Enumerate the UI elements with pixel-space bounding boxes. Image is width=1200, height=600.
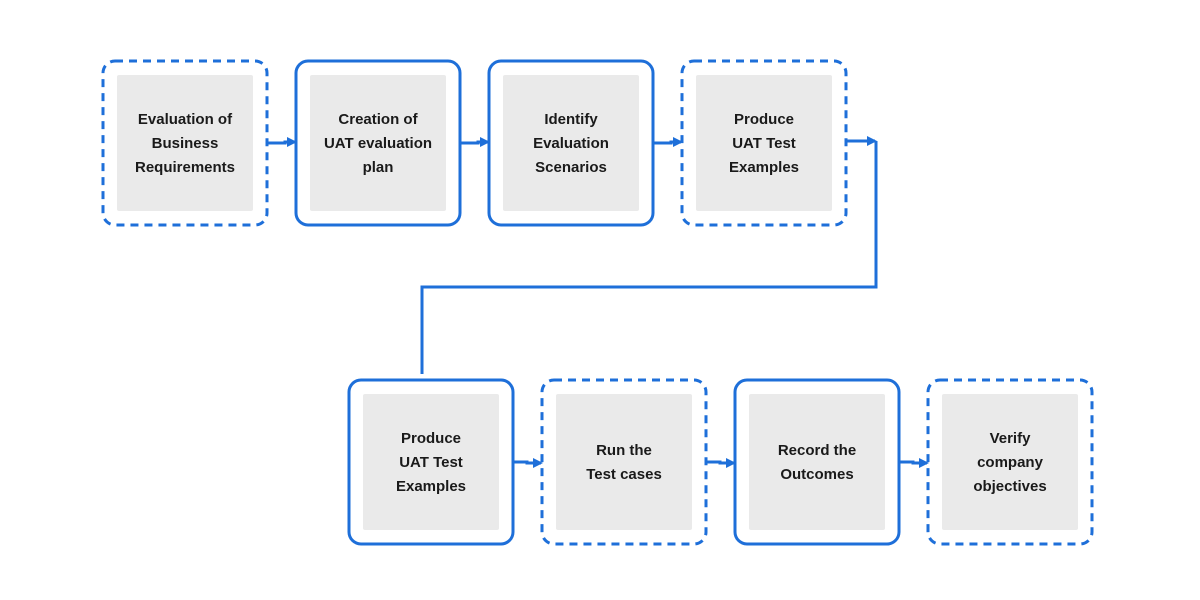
step-node: Creation of UAT evaluation plan (294, 59, 462, 227)
step-label-line: plan (363, 159, 394, 176)
step-label-line: Outcomes (780, 466, 853, 483)
step-label-line: Examples (729, 159, 799, 176)
step-label-line: Business (152, 135, 219, 152)
flow-arrow (513, 458, 543, 468)
step-label-line: Test cases (586, 466, 662, 483)
flow-arrow (653, 137, 683, 147)
step-label-line: Scenarios (535, 159, 607, 176)
step-label-line: Verify (990, 430, 1032, 447)
step-label: Verify company objectives (973, 430, 1046, 495)
flow-arrow (899, 458, 929, 468)
step-node: Verify company objectives (926, 378, 1094, 546)
flow-arrow (267, 137, 297, 147)
step-box (696, 75, 832, 211)
step-box (363, 394, 499, 530)
step-label-line: UAT evaluation (324, 135, 432, 152)
step-box (556, 394, 692, 530)
step-label-line: Produce (734, 111, 794, 128)
step-label-line: UAT Test (732, 135, 796, 152)
step-frame (294, 59, 462, 227)
step-box (942, 394, 1078, 530)
step-label-line: Requirements (135, 159, 235, 176)
step-label-line: Run the (596, 442, 652, 459)
step-frame (101, 59, 269, 227)
connectors-layer (267, 136, 929, 468)
step-label-line: UAT Test (399, 454, 463, 471)
step-label-line: objectives (973, 478, 1046, 495)
step-label: Creation of UAT evaluation plan (324, 111, 432, 176)
step-box (310, 75, 446, 211)
step-box (503, 75, 639, 211)
flow-arrow (460, 137, 490, 147)
step-frame (347, 378, 515, 546)
flow-connector-line (420, 141, 878, 374)
flow-arrow (706, 458, 736, 468)
step-frame (926, 378, 1094, 546)
step-label-line: Produce (401, 430, 461, 447)
step-frame (540, 378, 708, 546)
step-label-line: Record the (778, 442, 856, 459)
step-box (117, 75, 253, 211)
step-label-line: Examples (396, 478, 466, 495)
step-label-line: Creation of (338, 111, 418, 128)
step-box (749, 394, 885, 530)
step-frame (487, 59, 655, 227)
step-frame (733, 378, 901, 546)
step-frame (680, 59, 848, 227)
step-label-line: Identify (544, 111, 598, 128)
step-label-line: Evaluation (533, 135, 609, 152)
step-label-line: company (977, 454, 1044, 471)
step-label-line: Evaluation of (138, 111, 233, 128)
